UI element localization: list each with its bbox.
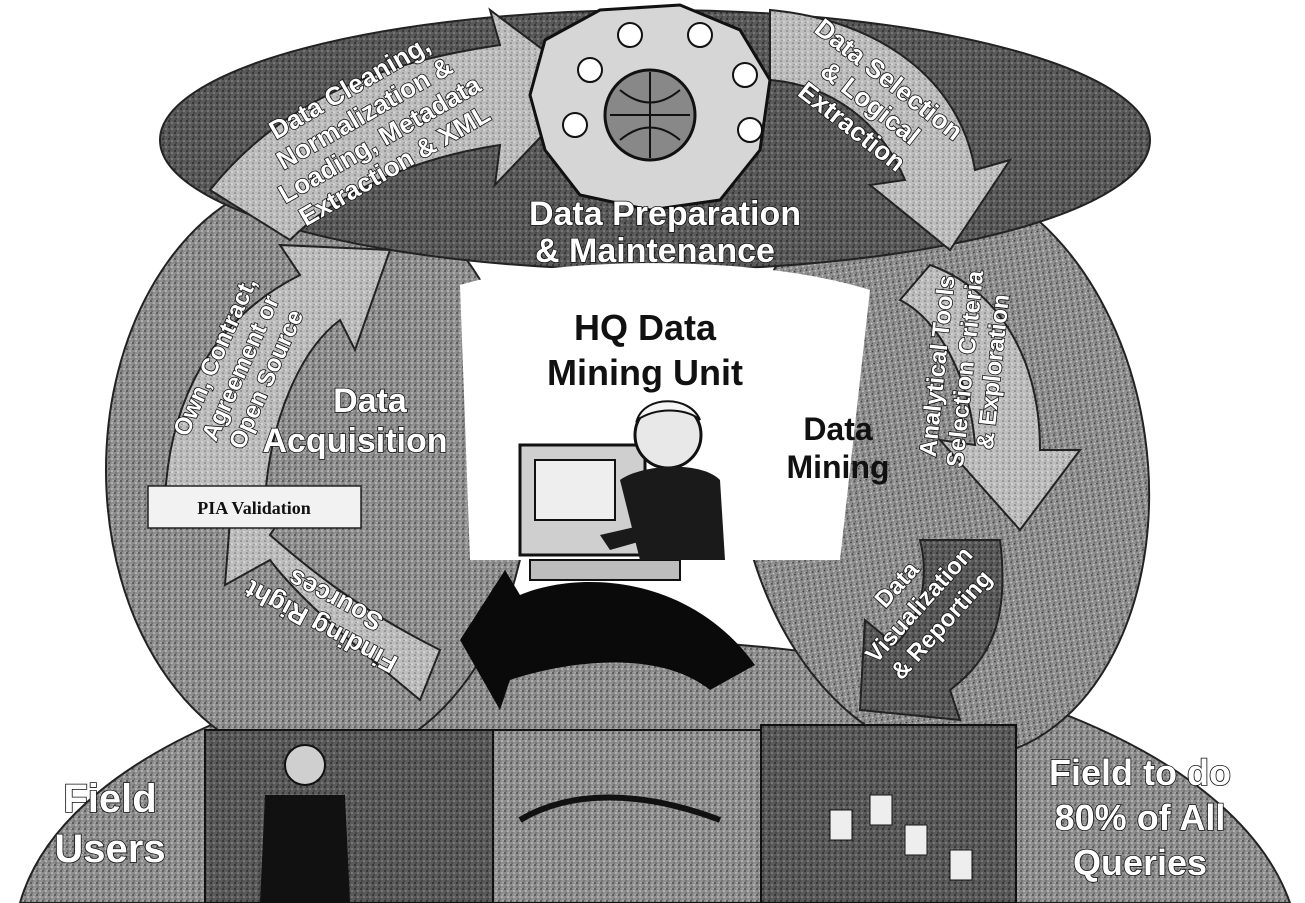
feedback-arrow — [460, 570, 755, 710]
field-users-line-1: Field — [63, 777, 156, 821]
top-right-arrow — [769, 8, 1013, 252]
data-acquisition-title-1: Data — [333, 382, 408, 420]
right-upper-arrow — [898, 263, 1082, 532]
data-acquisition-title-2: Acquisition — [262, 422, 447, 460]
field-photo-2 — [492, 729, 762, 903]
field-queries-line-3: Queries — [1073, 842, 1207, 883]
data-preparation-title-2: & Maintenance — [535, 232, 775, 270]
pia-validation-label: PIA Validation — [197, 498, 311, 518]
field-queries-line-1: Field to do — [1049, 752, 1231, 793]
data-mining-title-2: Mining — [786, 449, 889, 485]
field-photo-3 — [760, 724, 1017, 903]
field-queries-line-2: 80% of All — [1055, 797, 1226, 838]
hq-unit-title-1: HQ Data — [574, 307, 717, 348]
right-lower-arrow — [858, 539, 1004, 722]
left-upper-arrow — [163, 243, 392, 501]
computer-user-figure — [518, 400, 725, 581]
field-photo-1 — [204, 729, 494, 903]
data-mining-title-1: Data — [803, 411, 873, 447]
globe-emblem — [528, 3, 772, 212]
pia-validation-box — [147, 485, 362, 529]
data-preparation-title-1: Data Preparation — [529, 195, 801, 233]
field-users-line-2: Users — [54, 827, 165, 871]
hq-unit-title-2: Mining Unit — [547, 352, 743, 393]
top-left-arrow — [208, 7, 592, 242]
